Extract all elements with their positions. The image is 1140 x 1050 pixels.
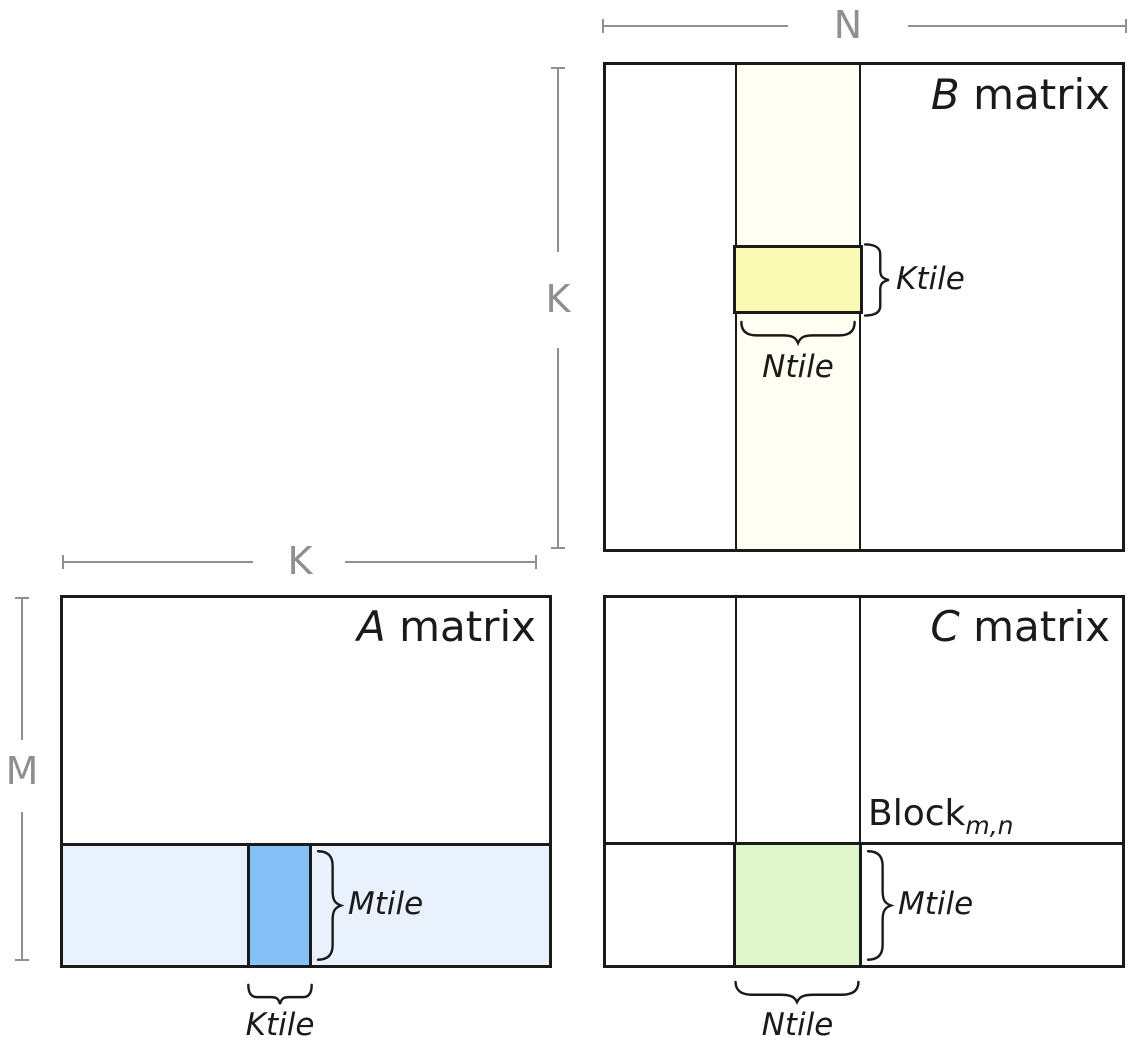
a-matrix-title-letter: A xyxy=(357,602,386,651)
b-ktile-label: Ktile xyxy=(896,261,965,297)
a-mtile-brace xyxy=(317,849,342,962)
c-matrix-title-word: matrix xyxy=(959,602,1110,651)
b-matrix-title: B matrix xyxy=(840,74,1110,116)
k-dim-b-top-segment xyxy=(557,68,559,252)
m-dim-label: M xyxy=(5,749,39,793)
c-matrix-title: C matrix xyxy=(840,606,1110,648)
c-ntile-underbrace xyxy=(733,981,861,1003)
c-mtile-brace xyxy=(867,849,892,962)
a-ktile-label: Ktile xyxy=(245,1007,315,1043)
c-block-subscript: m,n xyxy=(965,811,1014,840)
c-block-word: Block xyxy=(868,793,966,834)
c-mtile-label: Mtile xyxy=(898,886,974,922)
a-matrix-title-word: matrix xyxy=(385,602,536,651)
a-ktile-underbrace xyxy=(247,984,313,1005)
n-dim-label: N xyxy=(833,3,863,47)
m-dim-bottom-tick xyxy=(15,959,29,961)
m-dim-top-segment xyxy=(21,598,23,740)
b-ktile-yellow-tile xyxy=(733,245,863,314)
c-ntile-label: Ntile xyxy=(761,1007,834,1043)
a-mtile-blue-tile xyxy=(247,843,312,968)
b-matrix-box xyxy=(603,62,1125,552)
k-dim-b-label: K xyxy=(545,277,571,321)
c-matrix-column-line-left xyxy=(735,598,737,844)
a-matrix-title: A matrix xyxy=(270,606,536,648)
k-dim-b-bottom-segment xyxy=(557,348,559,548)
k-dim-a-left-segment xyxy=(62,561,253,563)
b-matrix-title-letter: B xyxy=(930,70,960,119)
k-dim-a-right-tick xyxy=(535,555,537,569)
c-matrix-row-line xyxy=(603,842,1125,845)
n-dim-right-tick xyxy=(1125,19,1127,33)
c-block-label: Blockm,n xyxy=(868,793,1014,840)
c-matrix-box xyxy=(603,595,1125,968)
m-dim-bottom-segment xyxy=(21,812,23,960)
c-block-green-tile xyxy=(733,842,862,968)
b-ntile-label: Ntile xyxy=(762,349,834,385)
c-matrix-title-letter: C xyxy=(930,602,960,651)
b-ntile-underbrace xyxy=(739,321,857,344)
a-mtile-label: Mtile xyxy=(348,886,424,922)
b-ktile-brace xyxy=(864,243,890,317)
k-dim-a-right-segment xyxy=(345,561,536,563)
n-dim-right-segment xyxy=(908,25,1127,27)
k-dim-a-label: K xyxy=(287,539,313,583)
b-matrix-title-word: matrix xyxy=(959,70,1110,119)
c-matrix-column-line-right xyxy=(859,598,861,844)
k-dim-b-bottom-tick xyxy=(551,547,565,549)
n-dim-left-segment xyxy=(602,25,788,27)
